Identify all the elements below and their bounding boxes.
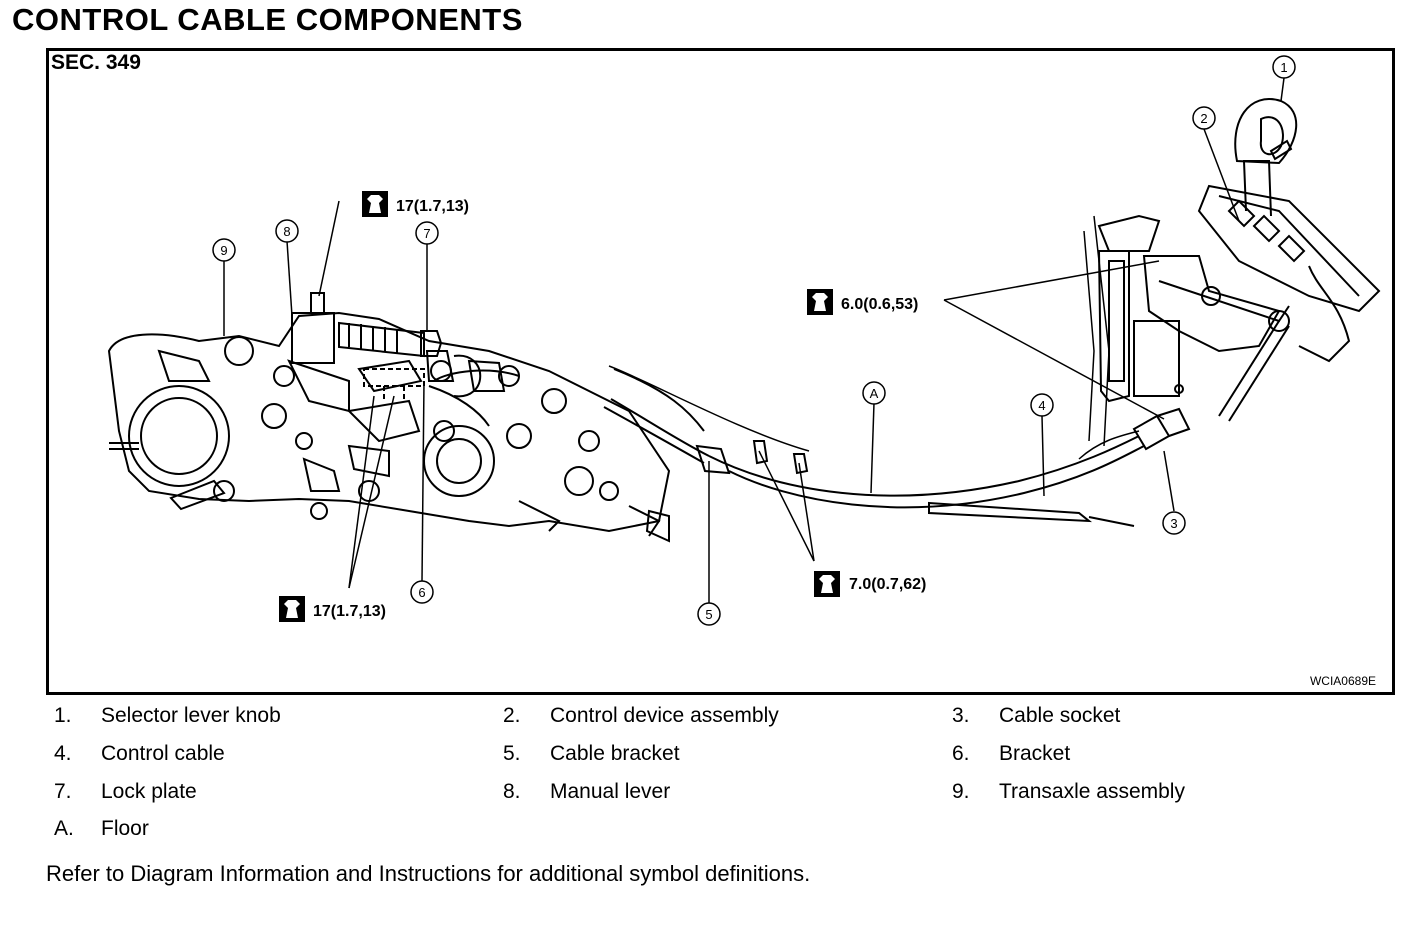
callout-6: 6 xyxy=(410,580,434,604)
svg-text:A: A xyxy=(870,386,879,401)
callout-2: 2 xyxy=(1192,106,1216,130)
svg-text:17(1.7,13): 17(1.7,13) xyxy=(396,198,469,215)
diagram-frame: 1 2 3 4 5 6 7 8 9 A xyxy=(46,48,1395,695)
svg-text:9: 9 xyxy=(220,243,227,258)
control-device-assembly xyxy=(1097,98,1381,451)
torque-bottom: 17(1.7,13) xyxy=(279,596,386,622)
callout-A: A xyxy=(862,381,886,405)
torque-top: 17(1.7,13) xyxy=(362,191,469,217)
torque-right: 6.0(0.6,53) xyxy=(807,289,918,315)
svg-text:4: 4 xyxy=(1038,398,1045,413)
callout-3: 3 xyxy=(1162,511,1186,535)
torque-wrench-icon xyxy=(362,191,388,217)
torque-wrench-icon xyxy=(814,571,840,597)
torque-wrench-icon xyxy=(807,289,833,315)
svg-text:6.0(0.6,53): 6.0(0.6,53) xyxy=(841,296,918,313)
callout-5: 5 xyxy=(697,602,721,626)
svg-text:2: 2 xyxy=(1200,111,1207,126)
torque-wrench-icon xyxy=(279,596,305,622)
page-title: CONTROL CABLE COMPONENTS xyxy=(12,2,523,37)
section-label: SEC. 349 xyxy=(51,51,141,74)
transaxle-assembly xyxy=(107,311,671,543)
callout-9: 9 xyxy=(212,238,236,262)
callout-4: 4 xyxy=(1030,393,1054,417)
footnote: Refer to Diagram Information and Instruc… xyxy=(46,861,811,886)
svg-text:6: 6 xyxy=(418,585,425,600)
manual-lever-cluster xyxy=(291,292,506,398)
svg-text:17(1.7,13): 17(1.7,13) xyxy=(313,603,386,620)
diagram-svg: 1 2 3 4 5 6 7 8 9 A xyxy=(107,55,1381,626)
legend: 1.Selector lever knob 2.Control device a… xyxy=(54,704,1185,840)
callout-7: 7 xyxy=(415,221,439,245)
callouts: 1 2 3 4 5 6 7 8 9 A xyxy=(212,55,1296,626)
svg-text:7.0(0.7,62): 7.0(0.7,62) xyxy=(849,576,926,593)
leader-lines xyxy=(223,77,1285,603)
svg-text:8: 8 xyxy=(283,224,290,239)
torque-mid: 7.0(0.7,62) xyxy=(814,571,926,597)
svg-text:7: 7 xyxy=(423,226,430,241)
callout-8: 8 xyxy=(275,219,299,243)
svg-text:1: 1 xyxy=(1280,60,1287,75)
figure-code: WCIA0689E xyxy=(1309,674,1376,688)
svg-text:3: 3 xyxy=(1170,516,1177,531)
control-cable xyxy=(603,368,1145,527)
svg-text:5: 5 xyxy=(705,607,712,622)
callout-1: 1 xyxy=(1272,55,1296,79)
